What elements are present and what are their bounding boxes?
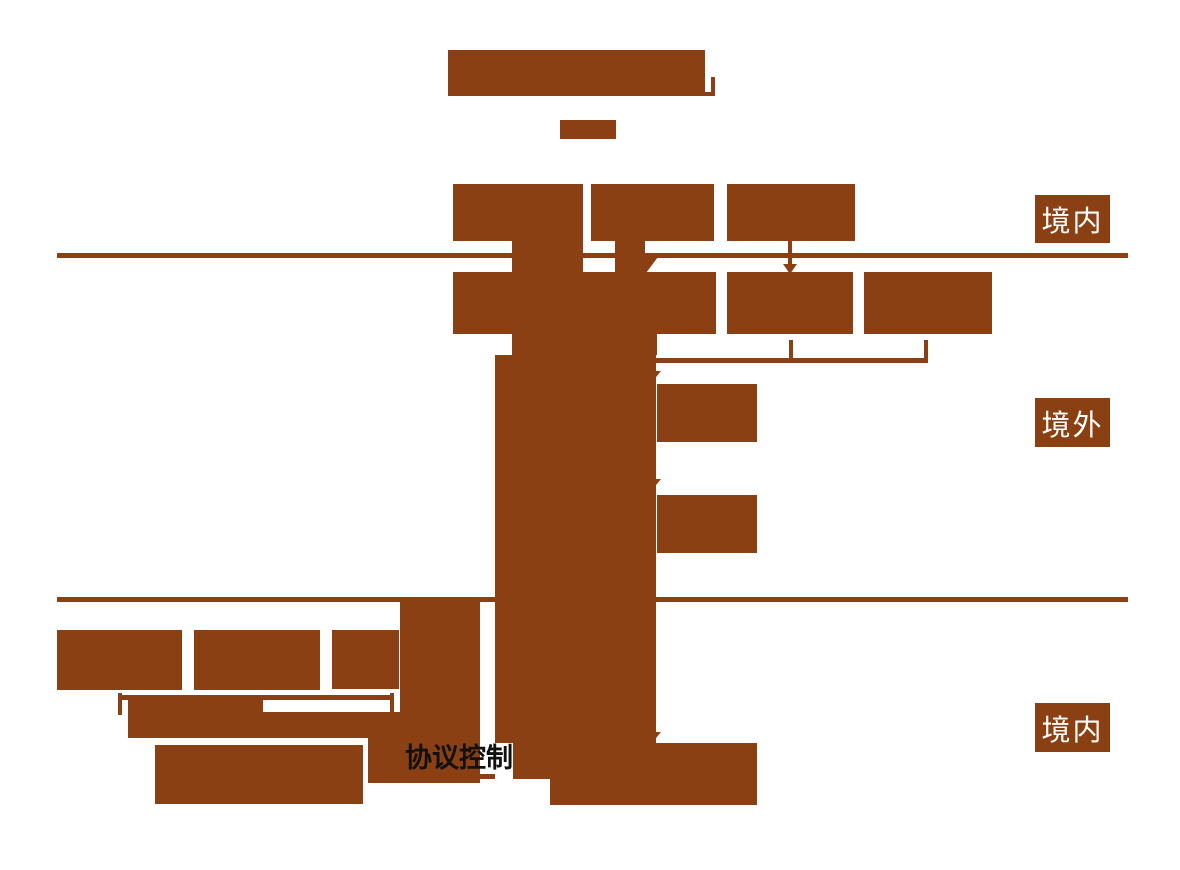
box-left-2	[194, 630, 320, 690]
annotation-text: 协议控制	[405, 743, 513, 773]
stub-row2-right	[924, 340, 928, 362]
connector-line-row2	[656, 358, 928, 363]
box-right-2	[657, 495, 757, 553]
separator-line-top	[57, 253, 1128, 258]
connector-left5-to-column	[480, 774, 495, 779]
box-row2-right	[864, 272, 992, 334]
box-left-5	[155, 745, 363, 804]
connector-row1left-row2	[512, 241, 583, 272]
separator-line-bottom	[57, 597, 1128, 602]
box-row2-middle	[727, 272, 853, 334]
region-label-middle: 境外	[1035, 398, 1110, 447]
box-right-1	[657, 384, 757, 442]
arrow-row1right-to-row2middle-line	[788, 241, 792, 266]
region-label-middle-text: 境外	[1041, 409, 1104, 442]
region-label-top: 境内	[1035, 195, 1110, 243]
box-bottom-center	[550, 745, 757, 805]
box-tall-narrow	[400, 601, 480, 738]
bracket-horizontal-line	[704, 92, 715, 96]
connector-row1middle-row2	[615, 241, 645, 272]
box-left-1	[57, 630, 182, 690]
box-left-4b	[263, 712, 400, 738]
region-label-top-text: 境内	[1041, 206, 1104, 238]
box-row1-middle	[591, 184, 714, 241]
arrow-row1right-to-row2middle-head	[783, 264, 797, 274]
central-column-upper	[512, 334, 657, 355]
box-left-4a	[128, 695, 263, 738]
region-label-bottom: 境内	[1035, 703, 1110, 752]
box-tall-narrow-bottom	[368, 738, 480, 783]
box-row1-right	[727, 184, 855, 241]
box-left-3	[332, 630, 399, 689]
box-small-top	[560, 120, 616, 139]
bracket-vertical-line	[711, 77, 715, 96]
box-top	[448, 50, 705, 96]
stub-left-1	[118, 693, 122, 715]
stub-left-3	[390, 693, 394, 715]
central-column-main	[495, 355, 656, 743]
box-row1-left	[453, 184, 583, 241]
stub-row2-middle	[789, 340, 793, 362]
region-label-bottom-text: 境内	[1041, 714, 1104, 747]
box-row2-left	[453, 272, 716, 334]
